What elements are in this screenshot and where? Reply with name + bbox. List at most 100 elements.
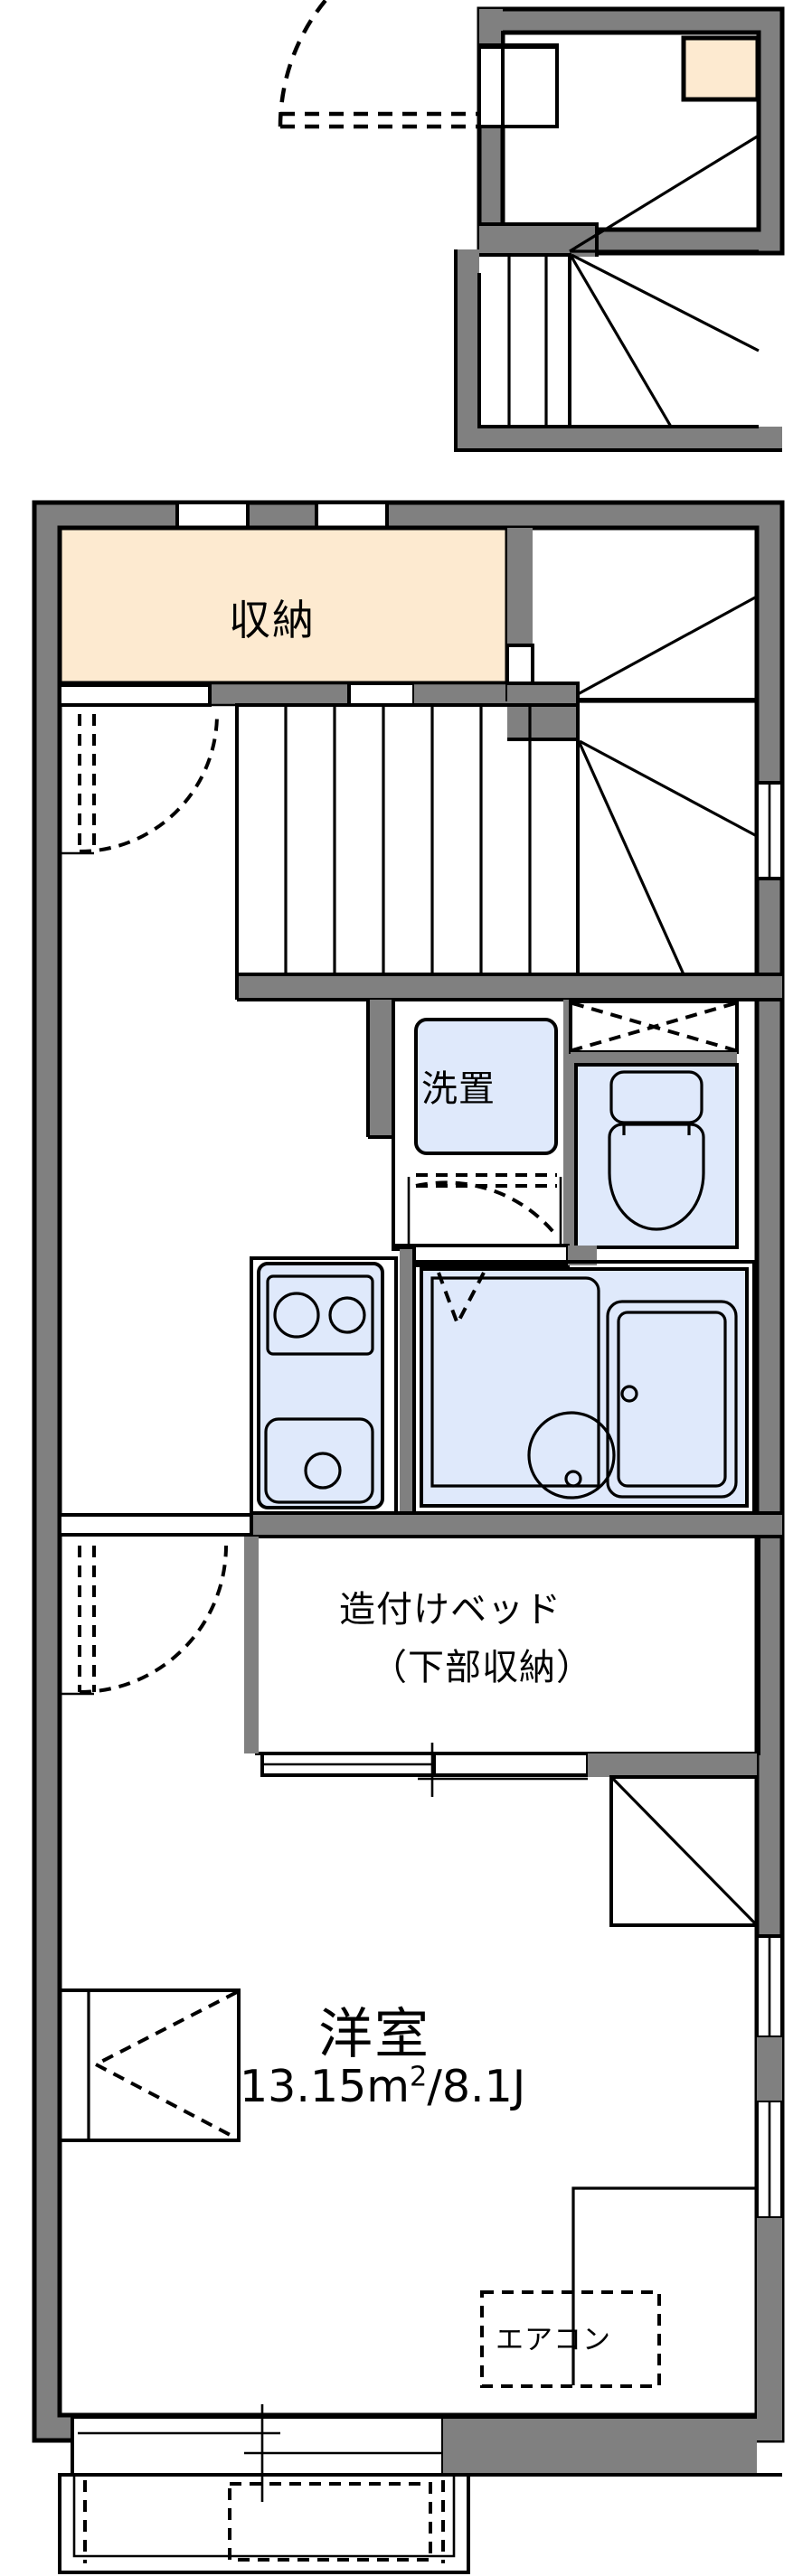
upper-entrance-stair-block: [278, 0, 785, 452]
toilet-tank: [609, 1070, 703, 1124]
kitchen-bath-divider: [400, 1249, 414, 1513]
bath-folding-door-indicator: [437, 1272, 486, 1322]
window-north-group: [175, 501, 389, 530]
room-closet-diagonal: [611, 1777, 757, 1925]
washroom-area: [366, 998, 572, 1251]
closet-door-leaf: [78, 714, 96, 851]
upper-stair-head-wall-outline: [479, 222, 599, 257]
window-west-open-arrow: [95, 1990, 238, 2140]
balcony-sliding-door-group: [71, 2404, 782, 2502]
washer-place-label: 洗置: [421, 1068, 496, 1110]
toilet-folding-door-x: [571, 1001, 736, 1052]
unit-entry-door-jamb: [58, 1546, 94, 1696]
main-unit: [32, 500, 785, 2574]
bathtub-outer: [606, 1300, 738, 1499]
upper-entrance-floor: [501, 31, 760, 231]
bed-south-wall-right: [588, 1753, 757, 1777]
corridor-wall-under-stairs: [237, 974, 782, 1000]
unit-stair-floor: [518, 526, 759, 701]
toilet-room-floor: [574, 1063, 739, 1249]
unit-entry-door-opening: [58, 1513, 253, 1537]
kitchen-area: [250, 1256, 398, 1515]
stair-winder-1: [577, 595, 758, 696]
window-north-left: [175, 501, 250, 530]
stair-winder-4: [578, 742, 685, 975]
south-wall-right-outline: [443, 2415, 782, 2477]
balcony-inner-line: [72, 2475, 456, 2558]
upper-block-bottom-wall: [456, 427, 782, 450]
unit-entry-door: [58, 1513, 253, 1696]
closet-door-opening: [58, 683, 212, 707]
kitchen-counter: [257, 1262, 384, 1509]
room-closet: [609, 1775, 759, 1927]
stair-winder-3: [579, 739, 758, 838]
area-unit: m: [366, 2061, 411, 2112]
stair-landing-wall: [507, 683, 578, 739]
washroom-door-leaf: [416, 1173, 557, 1188]
window-west-group: [58, 1988, 241, 2142]
room-closet-box: [609, 1775, 759, 1927]
ac-duct-line: [571, 2186, 757, 2385]
upper-block-inner-lower-outline: [477, 273, 759, 428]
upper-shoe-storage: [681, 35, 760, 102]
sink-drain-icon: [304, 1452, 342, 1490]
air-conditioner-label: エアコン: [496, 2324, 611, 2356]
entrance-door-leaf: [280, 111, 479, 129]
cooktop-frame: [266, 1274, 374, 1356]
south-wall-right-of-door: [443, 2417, 757, 2475]
bath-basin-drain-icon: [564, 1470, 582, 1488]
closet-door-swing-arc: [79, 713, 219, 853]
toilet-door-header-wall: [571, 1052, 737, 1065]
entrance-vestibule-fill: [483, 49, 553, 123]
bathroom-floor: [420, 1267, 749, 1508]
balcony-door-rails: [78, 2431, 443, 2455]
unit-east-wall-mid: [757, 2037, 782, 2101]
ac-label-box: [480, 2290, 661, 2388]
stair-straight-run: [235, 703, 580, 976]
washroom-left-wall: [368, 1000, 393, 1137]
upper-left-wall: [479, 9, 503, 49]
upper-stair-winders: [568, 134, 760, 428]
storage-closet-label: 収納: [229, 596, 316, 644]
builtin-bed-label-line2: （下部収納）: [371, 1647, 593, 1688]
main-room-name-label: 洋室: [318, 2003, 430, 2066]
washroom-door-swing-arc: [415, 1180, 559, 1238]
burner-left-icon: [273, 1292, 320, 1339]
area-number: 13.15: [240, 2061, 367, 2112]
builtin-bed-label-line1: 造付けベッド: [339, 1589, 562, 1631]
bathtub-inner: [617, 1311, 727, 1488]
main-room-area-label: 13.15m2/8.1J: [240, 2061, 525, 2112]
toilet-bowl-neck: [622, 1124, 691, 1135]
washroom-door-jamb: [407, 1177, 562, 1246]
balcony: [58, 2473, 470, 2574]
area-jo: /8.1J: [427, 2061, 526, 2112]
bathroom-area: [412, 1244, 756, 1515]
balcony-drain-area: [228, 2482, 432, 2562]
bath-basin-bowl: [527, 1411, 616, 1500]
washer-pan: [414, 1018, 558, 1155]
unit-entry-door-leaf: [78, 1546, 96, 1692]
bed-door-rail: [262, 1752, 588, 1781]
bathtub-drain-icon: [620, 1385, 638, 1403]
balcony-sliding-door: [71, 2415, 445, 2477]
entrance-door-swing-arc: [278, 0, 329, 127]
burner-right-icon: [328, 1296, 366, 1334]
upper-block-lower-outline: [454, 249, 782, 452]
upper-stair-straight-run: [465, 253, 571, 428]
unit-east-wall-south: [757, 2218, 782, 2440]
air-conditioner-group: [480, 2186, 757, 2388]
window-west-box: [58, 1988, 241, 2142]
bed-sliding-doors: [260, 1743, 757, 1797]
bed-top-wall: [251, 1513, 782, 1537]
washroom-left-wall-outline: [366, 1000, 395, 1139]
area-unit-superscript: 2: [410, 2061, 428, 2093]
storage-closet-area-2: [57, 525, 510, 686]
closet-entry-door: [58, 683, 219, 855]
bed-door-panel-right: [432, 1752, 590, 1777]
toilet-bowl: [608, 1123, 705, 1231]
upper-block-left-wall-lower: [456, 249, 479, 450]
kitchen-sink-basin: [264, 1417, 374, 1504]
bed-left-wall: [244, 1537, 259, 1753]
